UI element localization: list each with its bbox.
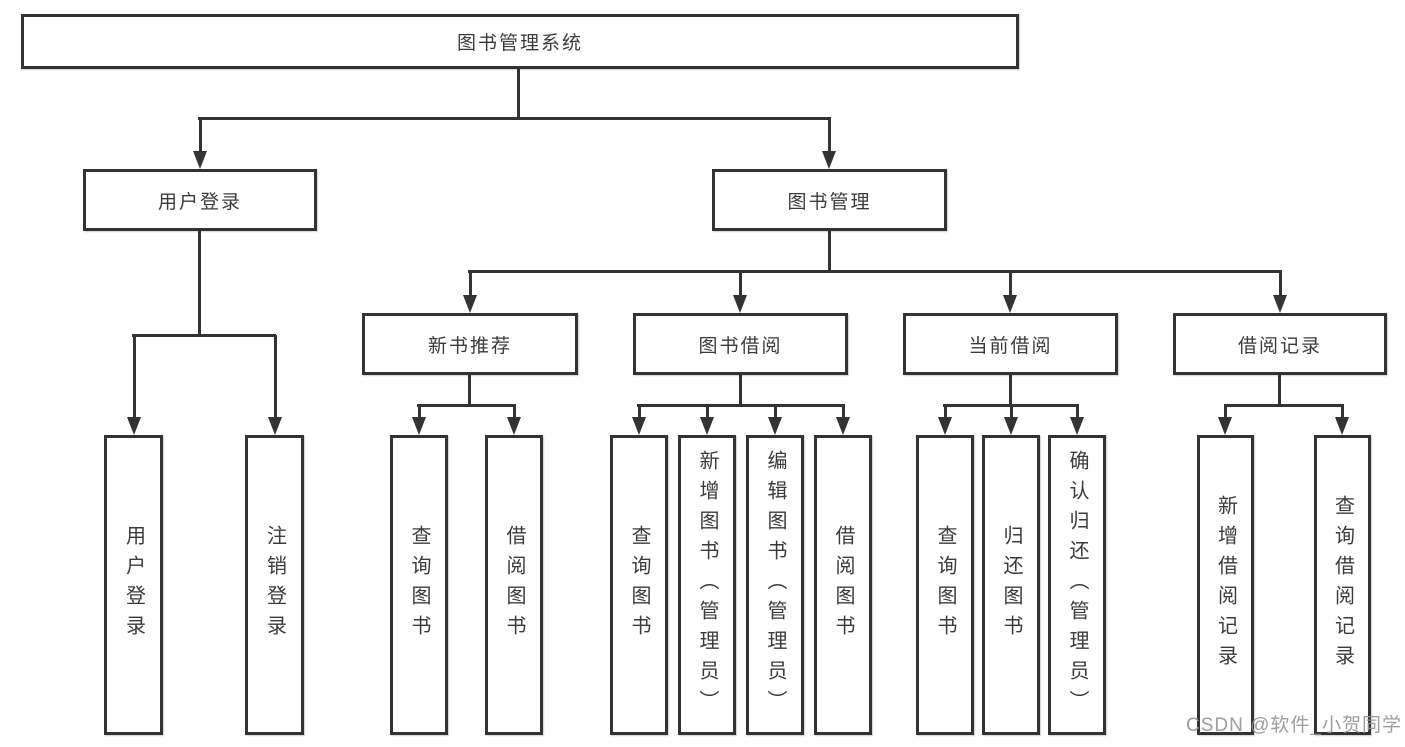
arrow-to-borrow-edit [767, 405, 783, 435]
leaf-current-return-book-label: 归还图书 [1000, 525, 1022, 645]
leaf-recommend-query-book-label: 查询图书 [408, 525, 430, 645]
leaf-current-confirm-return-admin: 确认归还（管理员） [1048, 435, 1106, 735]
node-book-management: 图书管理 [712, 169, 947, 231]
connector-recommend-stub [468, 375, 471, 406]
node-root-label: 图书管理系统 [456, 33, 583, 54]
arrow-to-leaf-logout [267, 335, 283, 435]
node-root: 图书管理系统 [21, 14, 1019, 69]
arrow-to-borrow-query [631, 405, 647, 435]
connector-records-stub [1278, 375, 1281, 406]
leaf-borrow-borrow-book: 借阅图书 [814, 435, 872, 735]
node-book-borrowing: 图书借阅 [633, 313, 848, 375]
arrow-to-book-management [821, 118, 837, 169]
connector-recommend-bar [417, 404, 516, 407]
leaf-logout-label: 注销登录 [263, 525, 286, 645]
arrow-to-book-borrowing [732, 271, 748, 313]
leaf-recommend-borrow-book: 借阅图书 [485, 435, 543, 735]
node-user-login: 用户登录 [83, 169, 317, 231]
connector-borrow-stub [739, 375, 742, 406]
leaf-borrow-query-book: 查询图书 [610, 435, 668, 735]
leaf-borrow-add-book-admin-label: 新增图书（管理员） [696, 450, 718, 720]
arrow-to-current-return [1003, 405, 1019, 435]
leaf-records-add-record: 新增借阅记录 [1197, 435, 1254, 735]
arrow-to-current-query [937, 405, 953, 435]
leaf-current-query-book-label: 查询图书 [934, 525, 956, 645]
leaf-current-confirm-return-admin-label: 确认归还（管理员） [1066, 450, 1088, 720]
connector-login-bar [132, 334, 276, 337]
arrow-to-recommend-borrow [506, 405, 522, 435]
leaf-current-query-book: 查询图书 [916, 435, 974, 735]
connector-current-stub [1009, 375, 1012, 406]
connector-level3-bar [468, 270, 1282, 273]
node-new-book-recommendation: 新书推荐 [362, 313, 578, 375]
connector-borrow-bar [637, 404, 845, 407]
leaf-records-query-record: 查询借阅记录 [1314, 435, 1371, 735]
node-book-borrowing-label: 图书借阅 [698, 335, 783, 357]
leaf-current-return-book: 归还图书 [982, 435, 1040, 735]
arrow-to-user-login [192, 118, 208, 169]
leaf-user-login-label: 用户登录 [122, 525, 145, 645]
arrow-to-records-add [1217, 405, 1233, 435]
arrow-to-borrow-add [699, 405, 715, 435]
arrow-to-recommend-query [411, 405, 427, 435]
arrow-to-borrow-borrow [835, 405, 851, 435]
leaf-recommend-borrow-book-label: 借阅图书 [503, 525, 525, 645]
node-current-borrowing: 当前借阅 [903, 313, 1118, 375]
leaf-borrow-query-book-label: 查询图书 [628, 525, 650, 645]
connector-level2-bar [198, 117, 831, 120]
arrow-to-new-book-recommendation [462, 271, 478, 313]
node-current-borrowing-label: 当前借阅 [968, 335, 1053, 357]
leaf-recommend-query-book: 查询图书 [390, 435, 448, 735]
node-book-management-label: 图书管理 [787, 191, 872, 213]
node-borrowing-records-label: 借阅记录 [1237, 335, 1322, 357]
arrow-to-records-query [1334, 405, 1350, 435]
arrow-to-current-confirm [1069, 405, 1085, 435]
leaf-borrow-edit-book-admin: 编辑图书（管理员） [746, 435, 804, 735]
leaf-user-login: 用户登录 [104, 435, 163, 735]
leaf-records-query-record-label: 查询借阅记录 [1331, 495, 1354, 675]
node-new-book-recommendation-label: 新书推荐 [427, 335, 512, 357]
connector-records-bar [1224, 404, 1344, 407]
arrow-to-borrowing-records [1272, 271, 1288, 313]
leaf-records-add-record-label: 新增借阅记录 [1214, 495, 1237, 675]
connector-manage-stub [828, 231, 831, 271]
watermark: CSDN @软件_小贺同学 [1186, 715, 1402, 736]
arrow-to-leaf-user-login [126, 335, 142, 435]
leaf-borrow-edit-book-admin-label: 编辑图书（管理员） [764, 450, 786, 720]
node-borrowing-records: 借阅记录 [1173, 313, 1387, 375]
leaf-borrow-add-book-admin: 新增图书（管理员） [678, 435, 736, 735]
leaf-borrow-borrow-book-label: 借阅图书 [832, 525, 854, 645]
node-user-login-label: 用户登录 [157, 191, 242, 213]
leaf-logout: 注销登录 [245, 435, 304, 735]
connector-login-stub [198, 231, 201, 335]
connector-root-stub [517, 69, 520, 118]
arrow-to-current-borrowing [1002, 271, 1018, 313]
